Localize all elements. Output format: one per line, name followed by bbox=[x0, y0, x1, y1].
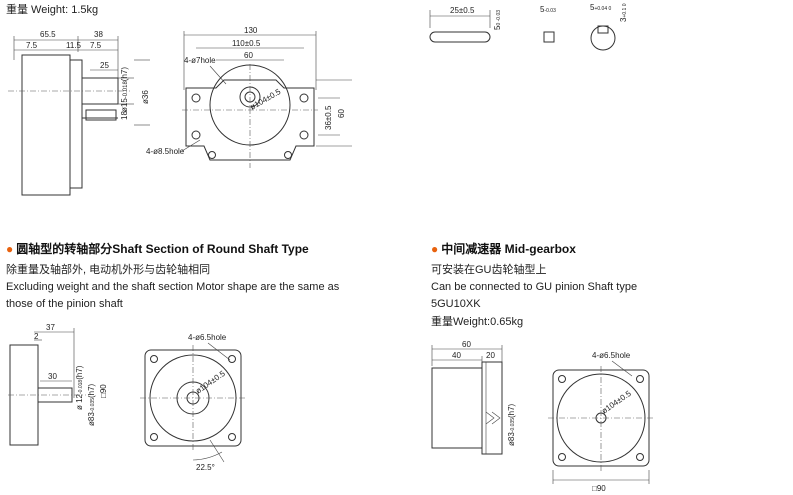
dim-5b: 5-0.03 bbox=[540, 5, 556, 14]
dim-25-key: 25±0.5 bbox=[450, 6, 475, 15]
hole-7: 4-ø7hole bbox=[184, 56, 216, 65]
hole-65-mg: 4-ø6.5hole bbox=[592, 351, 631, 360]
dim-30: 30 bbox=[48, 372, 57, 381]
round-shaft-line2: Excluding weight and the shaft section M… bbox=[6, 281, 340, 293]
round-shaft-front-view: 4-ø6.5hole ø104±0.5 22.5° bbox=[140, 333, 246, 472]
round-shaft-line1: 除重量及轴部外, 电动机外形与齿轮轴相同 bbox=[6, 264, 211, 276]
dim-36v: 36±0.5 bbox=[324, 105, 333, 130]
mid-gearbox-front-view: 4-ø6.5hole ø104±0.5 □90 bbox=[548, 351, 654, 493]
dim-38: 38 bbox=[94, 30, 103, 39]
mid-gearbox-line3: 5GU10XK bbox=[431, 298, 481, 310]
dim-40-mg: 40 bbox=[452, 351, 461, 360]
dim-2: 2 bbox=[34, 332, 39, 341]
angle-22-5: 22.5° bbox=[196, 463, 215, 472]
dim-18: 18 bbox=[120, 111, 129, 120]
round-shaft-heading: ●圆轴型的转轴部分Shaft Section of Round Shaft Ty… bbox=[6, 242, 309, 257]
hole-65: 4-ø6.5hole bbox=[188, 333, 227, 342]
bullet-icon: ● bbox=[431, 242, 439, 256]
dim-25: 25 bbox=[100, 61, 109, 70]
dim-110: 110±0.5 bbox=[232, 39, 261, 48]
top-right-shaft-details: 25±0.5 50 -0.03 5-0.03 5+0.04 0 3+0.1 0 bbox=[429, 3, 628, 51]
round-shaft-line3: those of the pinion shaft bbox=[6, 298, 123, 310]
mid-gearbox-line4: 重量Weight:0.65kg bbox=[431, 316, 524, 328]
dim-d36: ø36 bbox=[141, 90, 150, 104]
mid-gearbox-heading-text: 中间减速器 Mid-gearbox bbox=[441, 242, 576, 256]
top-left-side-view: 65.5 38 7.5 11.5 7.5 25 ø15-0.018(h7) ø3… bbox=[8, 30, 150, 196]
dim-60-mg: 60 bbox=[462, 340, 471, 349]
mid-gearbox-line1: 可安装在GU齿轮轴型上 bbox=[431, 264, 547, 276]
dim-3: 3+0.1 0 bbox=[619, 3, 628, 22]
dim-d104: ø104±0.5 bbox=[249, 87, 283, 112]
round-shaft-heading-text: 圆轴型的转轴部分Shaft Section of Round Shaft Typ… bbox=[16, 242, 309, 256]
dim-60v: 60 bbox=[337, 109, 346, 118]
bullet-icon: ● bbox=[6, 242, 14, 256]
mid-gearbox-side-view: 60 40 20 ø83-0.035(h7) bbox=[431, 340, 516, 455]
hole-85: 4-ø8.5hole bbox=[146, 147, 185, 156]
dim-37: 37 bbox=[46, 323, 55, 332]
dim-sq90-mg: □90 bbox=[592, 484, 606, 493]
top-left-weight: 重量 Weight: 1.5kg bbox=[6, 4, 99, 16]
dim-65-5: 65.5 bbox=[40, 30, 56, 39]
dim-130: 130 bbox=[244, 26, 258, 35]
dim-11-5: 11.5 bbox=[66, 41, 82, 50]
dim-sq90: □90 bbox=[99, 384, 108, 398]
dim-d83-mg: ø83-0.035(h7) bbox=[507, 403, 516, 446]
dim-7-5a: 7.5 bbox=[26, 41, 38, 50]
dim-d104-rs: ø104±0.5 bbox=[194, 369, 227, 396]
dim-7-5b: 7.5 bbox=[90, 41, 102, 50]
dim-d15: ø15-0.018(h7) bbox=[120, 67, 129, 112]
mid-gearbox-line2: Can be connected to GU pinion Shaft type bbox=[431, 281, 638, 293]
dim-d104-mg: ø104±0.5 bbox=[600, 389, 633, 416]
dim-60: 60 bbox=[244, 51, 253, 60]
round-shaft-side-view: 37 2 30 ø 12-0.018(h7) ø83-0.035(h7) □90 bbox=[8, 323, 108, 446]
mid-gearbox-heading: ●中间减速器 Mid-gearbox bbox=[431, 242, 576, 257]
dim-d83: ø83-0.035(h7) bbox=[87, 383, 96, 426]
dim-5a: 50 -0.03 bbox=[493, 10, 502, 30]
dim-5c: 5+0.04 0 bbox=[590, 3, 611, 12]
top-middle-front-view: 130 110±0.5 60 4-ø7hole ø104±0.5 36±0.5 … bbox=[146, 26, 352, 168]
dim-20-mg: 20 bbox=[486, 351, 495, 360]
dim-d12: ø 12-0.018(h7) bbox=[75, 365, 84, 410]
